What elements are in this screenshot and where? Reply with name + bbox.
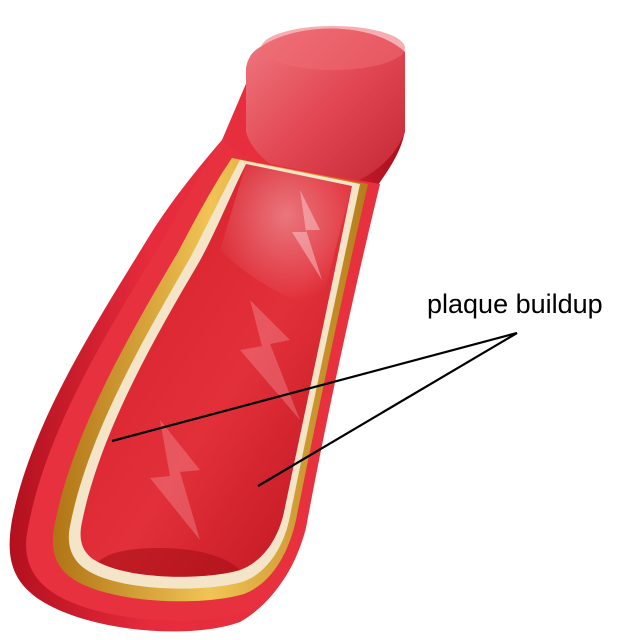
artery-illustration: [10, 26, 405, 631]
plaque-buildup-label: plaque buildup: [427, 289, 603, 319]
vessel-cap-top: [261, 26, 405, 70]
